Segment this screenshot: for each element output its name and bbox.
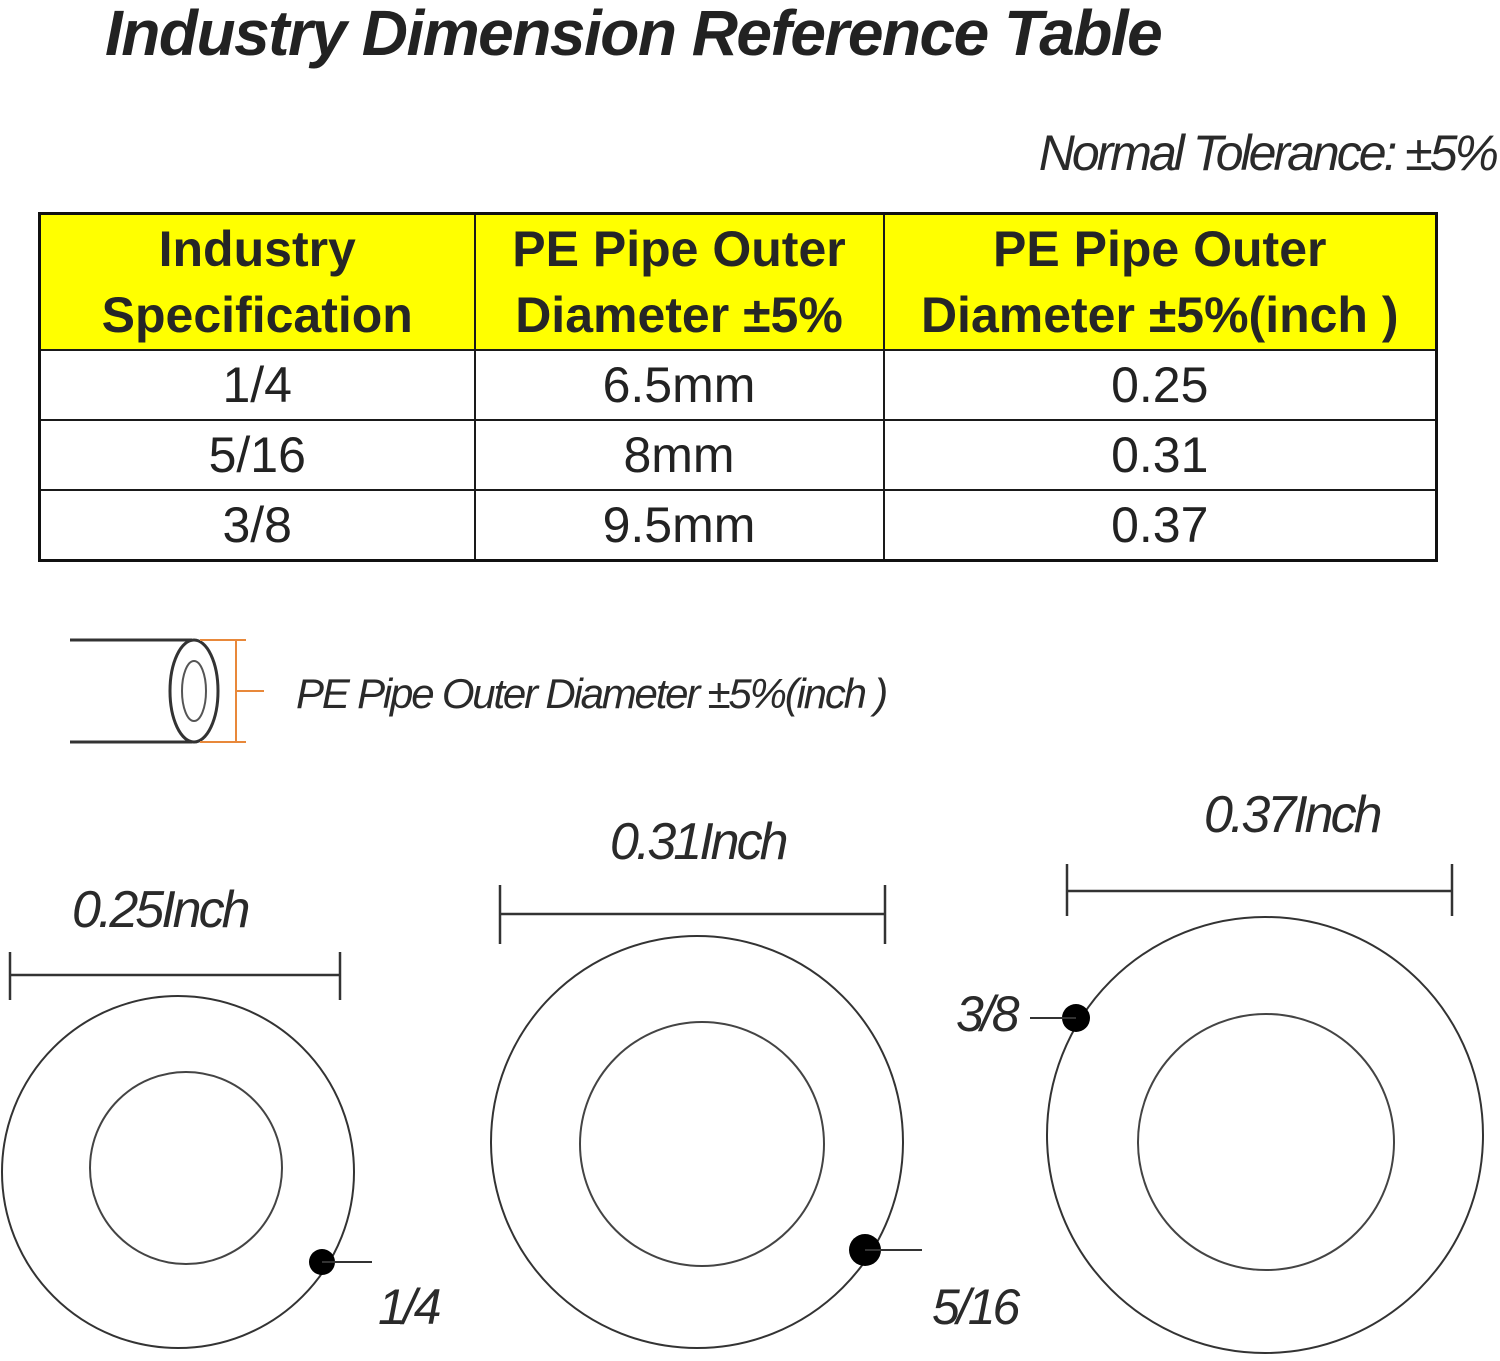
outer-circle — [1046, 916, 1484, 1354]
table-row: 1/4 6.5mm 0.25 — [38, 349, 1438, 421]
spec-label-five-sixteenths: 5/16 — [932, 1279, 1020, 1335]
header-line: PE Pipe Outer — [993, 221, 1327, 277]
header-line: Industry — [158, 221, 356, 277]
header-line: Diameter ±5%(inch ) — [920, 287, 1399, 343]
table-row: 3/8 9.5mm 0.37 — [38, 489, 1438, 562]
inner-circle — [89, 1071, 283, 1265]
spec-label-three-eighths: 3/8 — [956, 986, 1019, 1042]
dimension-line — [8, 952, 342, 1000]
cell-outer-diameter-inch: 0.31 — [882, 419, 1438, 491]
header-line: Specification — [101, 287, 413, 343]
cell-outer-diameter-mm: 8mm — [473, 419, 885, 491]
dimension-line — [498, 885, 887, 944]
spec-label-quarter: 1/4 — [378, 1279, 441, 1335]
dimension-line — [1065, 864, 1454, 916]
pipe-body — [70, 638, 192, 744]
dimension-label-quarter: 0.25Inch — [72, 881, 250, 939]
dimension-table: Industry Specification PE Pipe Outer Dia… — [38, 212, 1438, 562]
header-line: PE Pipe Outer — [512, 221, 846, 277]
tolerance-note: Normal Tolerance: ±5% — [1038, 125, 1499, 181]
inner-circle — [1137, 1013, 1395, 1271]
outer-circle — [490, 935, 904, 1349]
pipe-end-cross-section — [168, 638, 220, 744]
header-outer-diameter-inch: PE Pipe Outer Diameter ±5%(inch ) — [882, 212, 1438, 351]
cell-outer-diameter-mm: 9.5mm — [473, 489, 885, 562]
cell-specification: 3/8 — [38, 489, 476, 562]
header-outer-diameter-mm: PE Pipe Outer Diameter ±5% — [473, 212, 885, 351]
header-industry-specification: Industry Specification — [38, 212, 476, 351]
diameter-marker — [200, 639, 264, 743]
pipe-illustration — [70, 638, 264, 744]
table-row: 5/16 8mm 0.31 — [38, 419, 1438, 491]
dimension-label-three-eighths: 0.37Inch — [1204, 786, 1382, 844]
dimension-label-five-sixteenths: 0.31Inch — [610, 813, 788, 871]
table-header-row: Industry Specification PE Pipe Outer Dia… — [38, 212, 1438, 351]
cell-specification: 5/16 — [38, 419, 476, 491]
page-title: Industry Dimension Reference Table — [105, 0, 1163, 69]
inner-circle — [579, 1021, 825, 1267]
diagram-quarter-inch — [1, 952, 372, 1349]
header-line: Diameter ±5% — [515, 287, 843, 343]
diagram-three-eighths-inch — [1030, 864, 1484, 1354]
diagram-five-sixteenths-inch — [490, 885, 922, 1349]
cell-outer-diameter-inch: 0.37 — [882, 489, 1438, 562]
cell-outer-diameter-inch: 0.25 — [882, 349, 1438, 421]
legend-label: PE Pipe Outer Diameter ±5%(inch ) — [296, 670, 888, 717]
cell-specification: 1/4 — [38, 349, 476, 421]
cell-outer-diameter-mm: 6.5mm — [473, 349, 885, 421]
pipe-cross-sections — [1, 864, 1484, 1354]
outer-circle — [1, 995, 355, 1349]
